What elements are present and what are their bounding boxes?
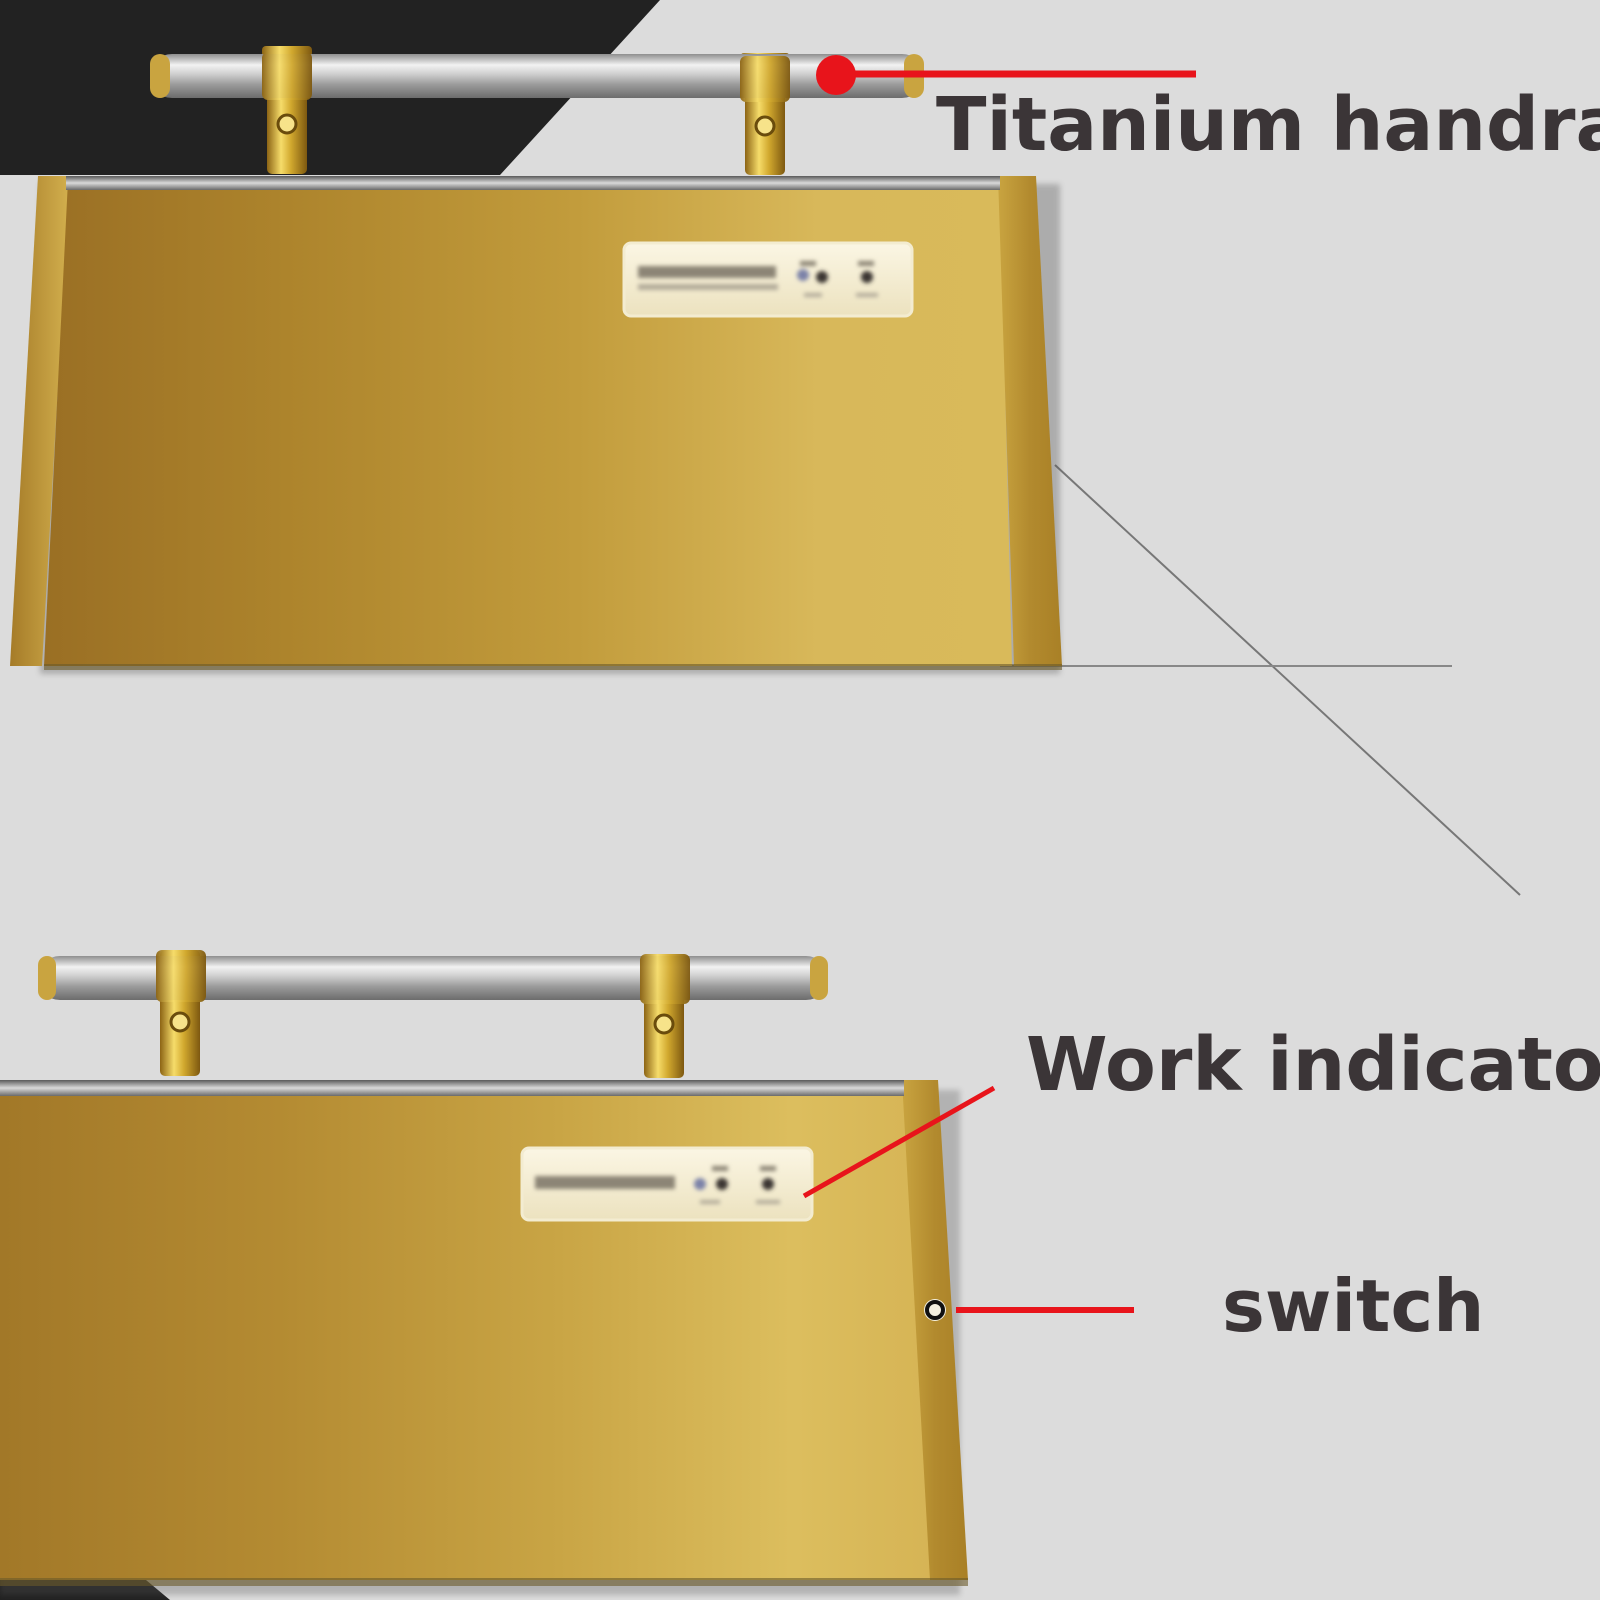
top-control-panel xyxy=(622,241,914,318)
top-unit-trim xyxy=(66,176,1000,190)
top-unit-left-edge xyxy=(10,176,70,666)
callout-label-switch: switch xyxy=(1222,1264,1485,1348)
callout-label-work-indicator: Work indicator xyxy=(1026,1022,1600,1108)
guide-line-diagonal xyxy=(1054,464,1521,896)
top-unit-right-edge xyxy=(998,176,1062,666)
bottom-unit-trim xyxy=(0,1080,904,1096)
bottom-unit xyxy=(0,950,968,1595)
callout-label-handrail: Titanium handrail xyxy=(936,82,1600,168)
bottom-control-panel xyxy=(520,1146,814,1222)
top-handrail-bar xyxy=(150,52,924,102)
callout-handrail-pointer xyxy=(816,55,1196,95)
top-unit xyxy=(10,46,1062,674)
switch-button xyxy=(924,1299,946,1321)
bottom-unit-right-edge xyxy=(902,1080,968,1580)
bottom-handrail-bar xyxy=(38,950,828,1004)
callout-indicator-pointer xyxy=(802,1085,996,1199)
